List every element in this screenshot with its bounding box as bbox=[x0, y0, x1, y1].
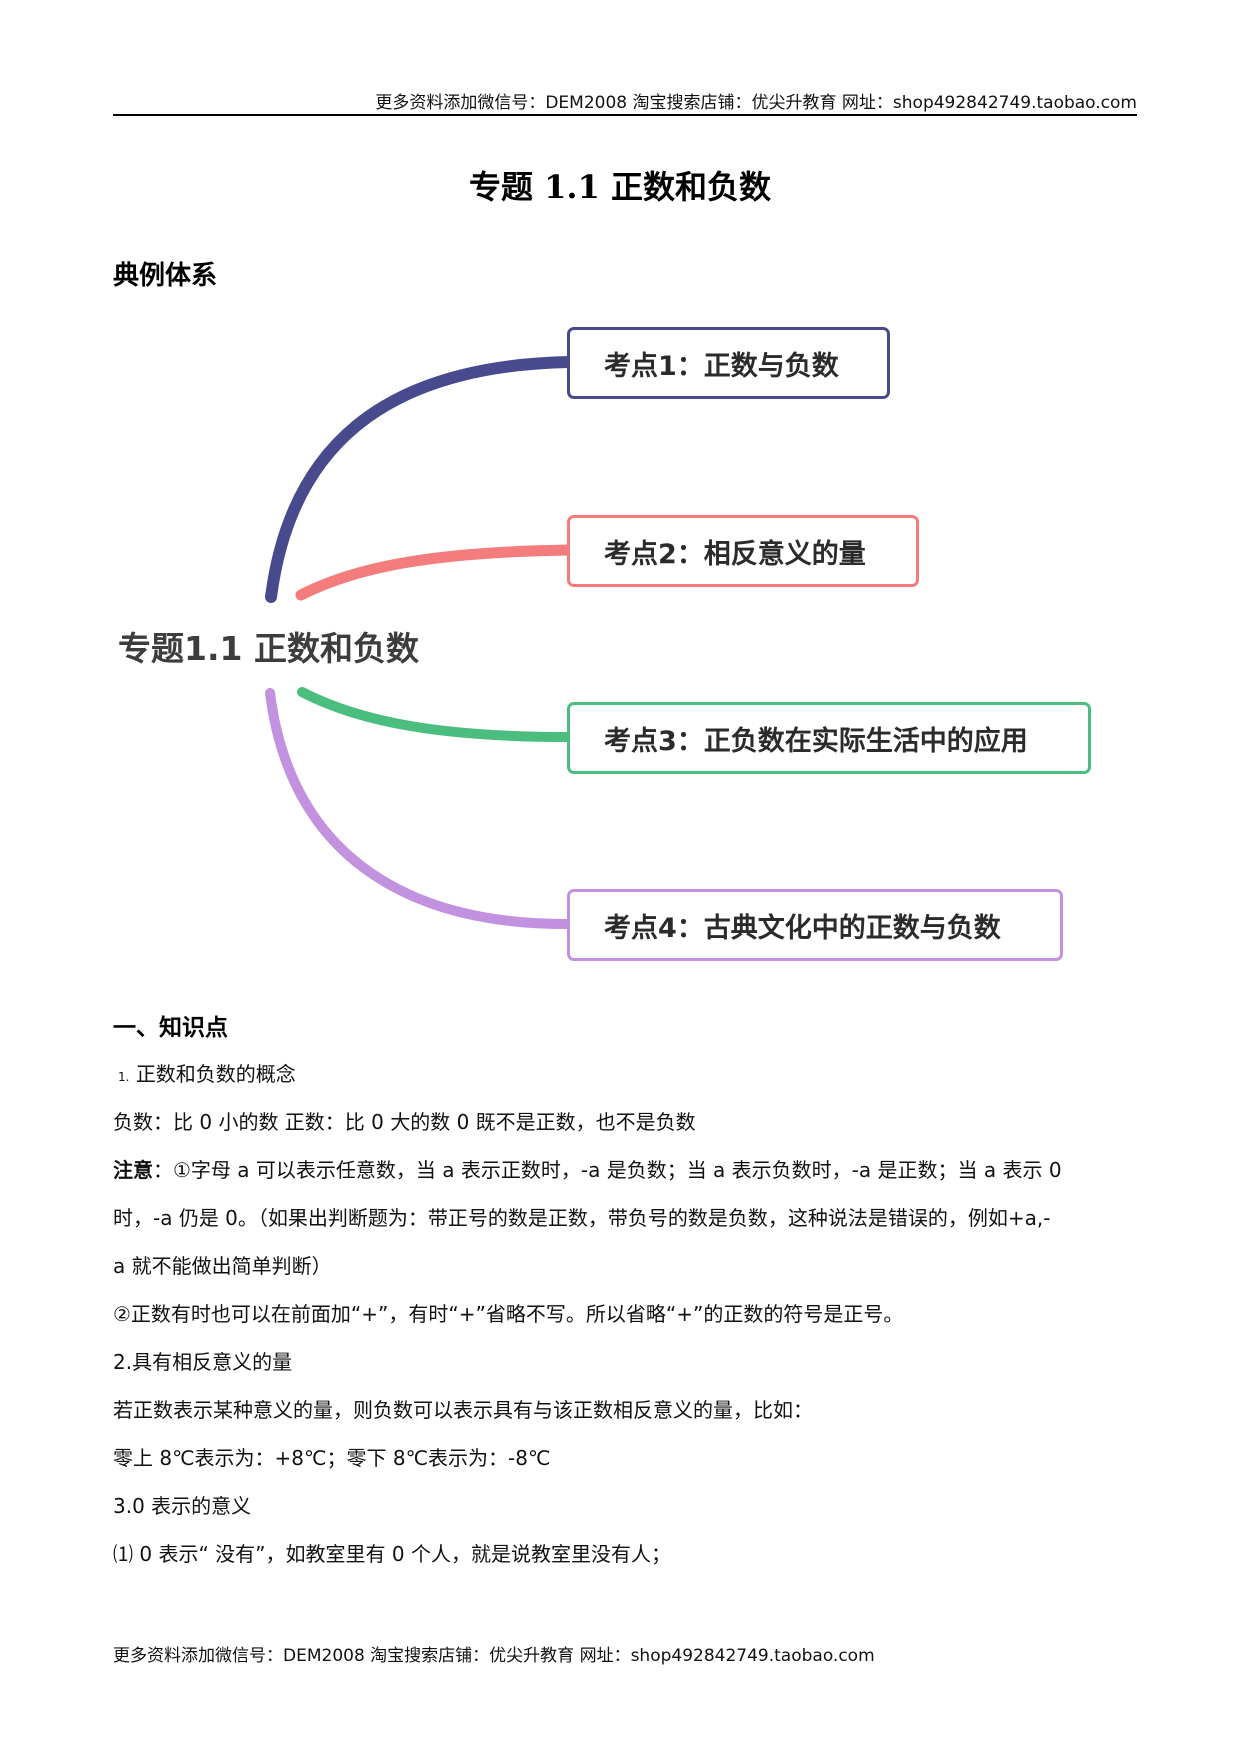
note-line-3: a 就不能做出简单判断） bbox=[113, 1254, 332, 1278]
mindmap-branch-2: 考点2：相反意义的量 bbox=[567, 515, 919, 587]
branch-1-label: 考点1：正数与负数 bbox=[604, 350, 839, 382]
mindmap-branch-3: 考点3：正负数在实际生活中的应用 bbox=[567, 702, 1091, 774]
note-line-1: 注意：①字母 a 可以表示任意数，当 a 表示正数时，-a 是负数；当 a 表示… bbox=[113, 1154, 1062, 1183]
note-line-2: 时，-a 仍是 0。（如果出判断题为：带正号的数是正数，带负号的数是负数，这种说… bbox=[113, 1206, 1051, 1230]
connector-branch-1 bbox=[265, 356, 575, 603]
page-footer-text: 更多资料添加微信号：DEM2008 淘宝搜索店铺：优尖升教育 网址：shop49… bbox=[113, 1646, 875, 1666]
item-1-title: 1. 正数和负数的概念 bbox=[118, 1058, 296, 1087]
note-label: 注意 bbox=[113, 1158, 153, 1182]
section-heading-examples: 典例体系 bbox=[113, 261, 218, 291]
item-2-title: 2.具有相反意义的量 bbox=[113, 1350, 293, 1374]
item-2-line-1: 若正数表示某种意义的量，则负数可以表示具有与该正数相反意义的量，比如： bbox=[113, 1398, 813, 1422]
note-text-1: ：①字母 a 可以表示任意数，当 a 表示正数时，-a 是负数；当 a 表示负数… bbox=[153, 1158, 1062, 1182]
knowledge-heading: 一、知识点 bbox=[113, 1015, 228, 1041]
connector-branch-4 bbox=[265, 688, 574, 930]
mindmap-connectors bbox=[265, 356, 575, 930]
note-line-4: ②正数有时也可以在前面加“+”，有时“+”省略不写。所以省略“+”的正数的符号是… bbox=[113, 1302, 904, 1326]
branch-4-label: 考点4：古典文化中的正数与负数 bbox=[604, 912, 1001, 944]
mindmap-branch-1: 考点1：正数与负数 bbox=[567, 327, 890, 399]
item-1-title-text: 正数和负数的概念 bbox=[135, 1062, 296, 1086]
page-header-text: 更多资料添加微信号：DEM2008 淘宝搜索店铺：优尖升教育 网址：shop49… bbox=[375, 93, 1137, 113]
branch-3-label: 考点3：正负数在实际生活中的应用 bbox=[604, 725, 1028, 757]
definition-line: 负数：比 0 小的数 正数：比 0 大的数 0 既不是正数，也不是负数 bbox=[113, 1110, 696, 1134]
connector-branch-2 bbox=[295, 544, 575, 601]
item-1-number: 1. bbox=[118, 1070, 130, 1084]
item-3-title: 3.0 表示的意义 bbox=[113, 1494, 252, 1518]
item-2-line-2: 零上 8℃表示为：+8℃；零下 8℃表示为：-8℃ bbox=[113, 1446, 551, 1470]
item-3-line-1: ⑴ 0 表示“ 没有”，如教室里有 0 个人，就是说教室里没有人； bbox=[113, 1542, 671, 1566]
connector-branch-3 bbox=[297, 687, 574, 742]
mindmap-branch-4: 考点4：古典文化中的正数与负数 bbox=[567, 889, 1063, 961]
branch-2-label: 考点2：相反意义的量 bbox=[604, 538, 866, 570]
header-divider bbox=[113, 114, 1137, 116]
document-title: 专题 1.1 正数和负数 bbox=[469, 168, 771, 206]
mindmap-center-topic: 专题1.1 正数和负数 bbox=[118, 629, 419, 668]
